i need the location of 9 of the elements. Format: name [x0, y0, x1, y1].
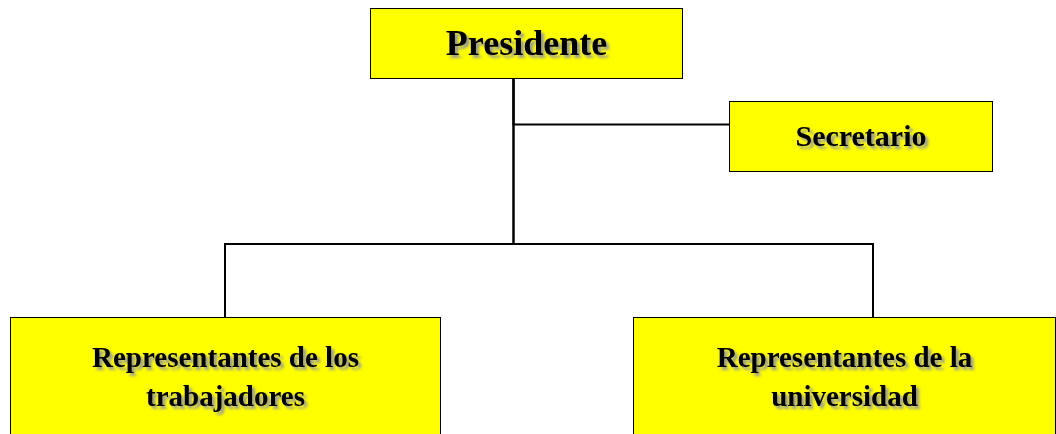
box-label: Secretario [795, 118, 927, 155]
box-label: Presidente [445, 22, 608, 66]
org-box [10, 317, 441, 434]
org-box [729, 101, 993, 172]
box-label: Representantes de la universidad [715, 340, 974, 415]
box-label: Representantes de los trabajadores [91, 340, 360, 415]
org-box [633, 317, 1056, 434]
org-box [370, 8, 683, 79]
connector-line [512, 78, 874, 318]
